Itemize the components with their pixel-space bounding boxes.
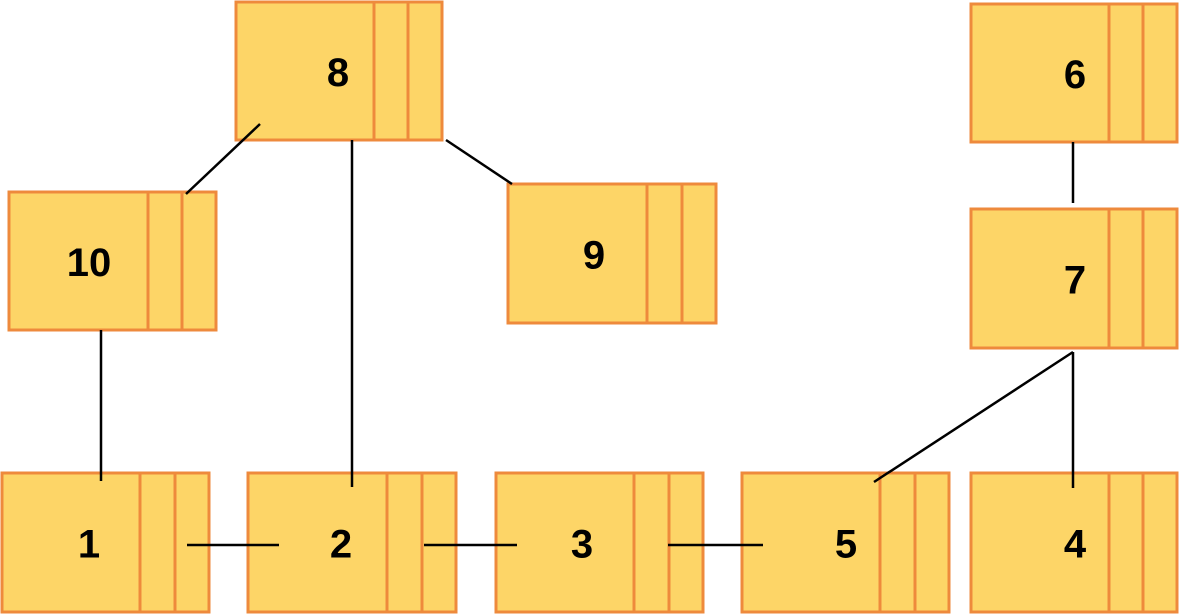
node-label: 4 bbox=[1064, 523, 1087, 567]
node-3: 3 bbox=[494, 471, 705, 614]
node-box bbox=[494, 471, 705, 614]
node-box bbox=[0, 471, 211, 614]
node-label: 1 bbox=[78, 523, 100, 567]
node-6: 6 bbox=[969, 2, 1179, 144]
node-10: 10 bbox=[7, 190, 218, 332]
node-label: 10 bbox=[67, 241, 112, 285]
edge-7-5 bbox=[873, 350, 1074, 484]
node-5: 5 bbox=[740, 471, 951, 614]
node-box bbox=[506, 182, 718, 325]
edge-8-9 bbox=[445, 138, 513, 186]
edge-8-10 bbox=[185, 123, 261, 195]
node-7: 7 bbox=[969, 207, 1179, 350]
node-8: 8 bbox=[234, 0, 444, 142]
node-label: 8 bbox=[327, 51, 349, 95]
edges-layer bbox=[99, 123, 1075, 547]
node-label: 5 bbox=[835, 523, 857, 567]
node-label: 7 bbox=[1064, 259, 1086, 303]
node-label: 9 bbox=[583, 234, 605, 278]
node-label: 3 bbox=[571, 523, 593, 567]
node-2: 2 bbox=[246, 471, 458, 614]
node-label: 2 bbox=[330, 523, 352, 567]
node-4: 4 bbox=[969, 471, 1179, 614]
node-box bbox=[7, 190, 218, 332]
node-9: 9 bbox=[506, 182, 718, 325]
node-1: 1 bbox=[0, 471, 211, 614]
node-label: 6 bbox=[1064, 53, 1086, 97]
